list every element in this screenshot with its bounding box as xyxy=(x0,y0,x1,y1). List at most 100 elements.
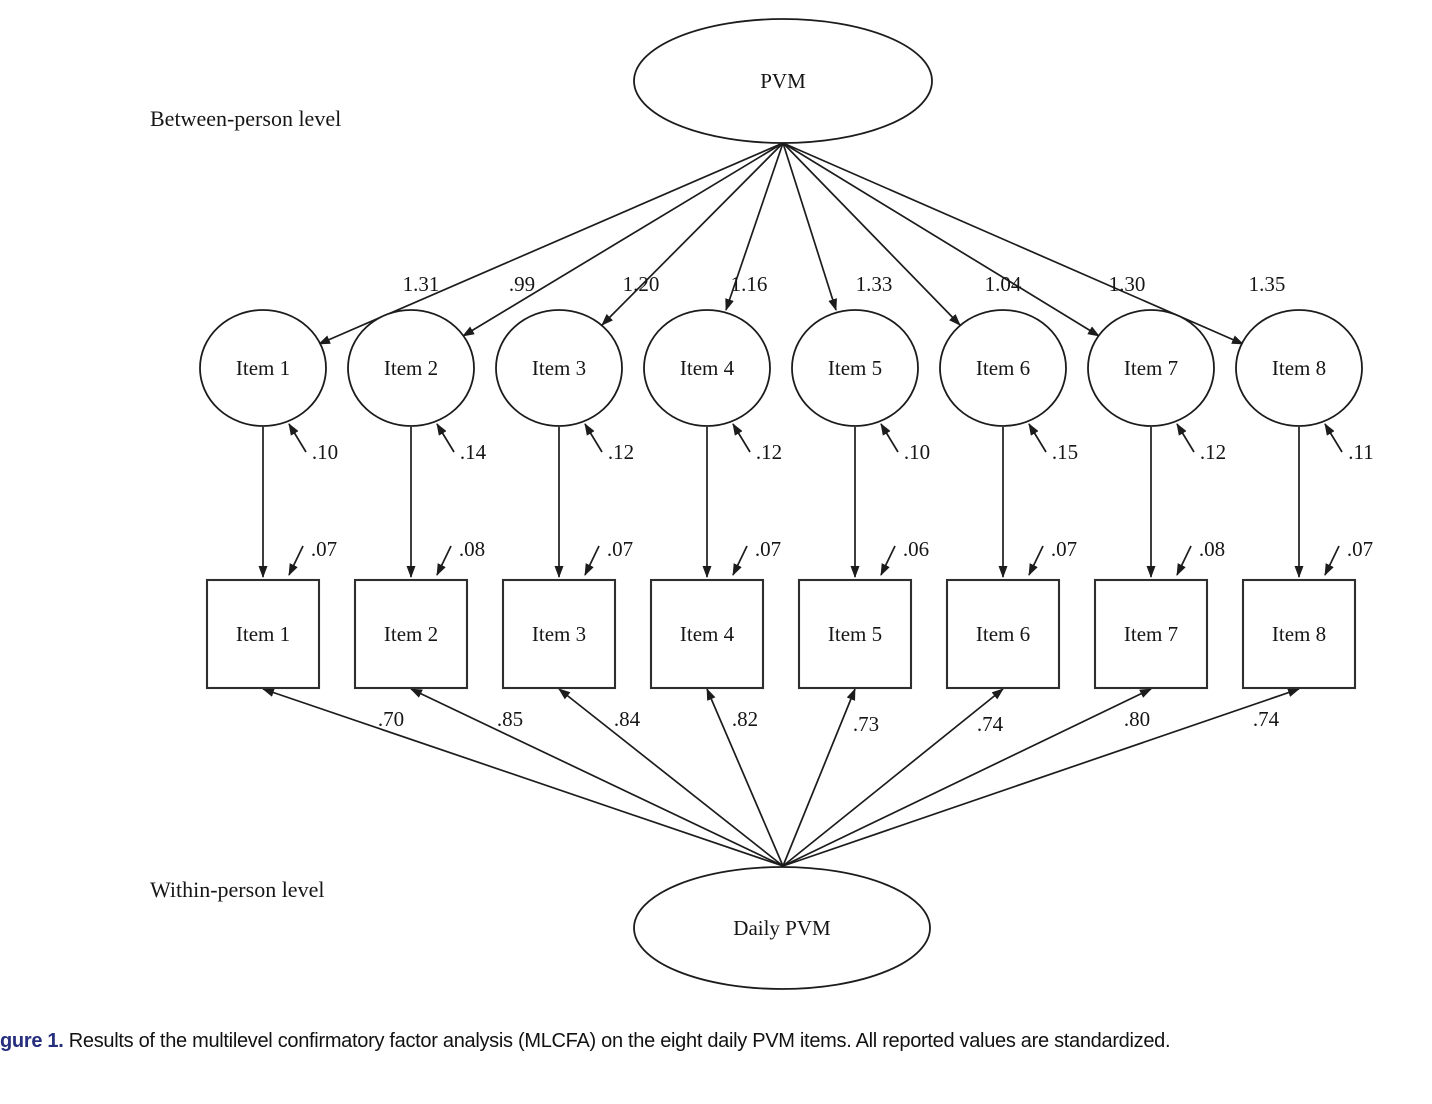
between-item-circle-7 xyxy=(1087,309,1215,427)
item-group-2: Item 2 .14 .08 Item 2 xyxy=(347,309,487,690)
within-residual-arrow-1 xyxy=(288,545,304,576)
between-residual-arrow-5 xyxy=(880,423,899,453)
within-loading-arrow-8 xyxy=(782,688,1300,867)
observed-item-label-1: Item 1 xyxy=(236,622,290,646)
observed-item-label-2: Item 2 xyxy=(384,622,438,646)
observed-item-label-4: Item 4 xyxy=(680,622,735,646)
observed-item-label-8: Item 8 xyxy=(1272,622,1326,646)
between-loading-value-4: 1.16 xyxy=(731,272,768,296)
within-residual-arrow-5 xyxy=(880,545,896,576)
within-loading-value-2: .85 xyxy=(497,707,523,731)
within-residual-arrow-7 xyxy=(1176,545,1192,576)
observed-item-label-3: Item 3 xyxy=(532,622,586,646)
within-loading-value-4: .82 xyxy=(732,707,758,731)
within-factor-ellipse xyxy=(633,866,931,990)
between-item-label-8: Item 8 xyxy=(1272,356,1326,380)
within-loading-value-6: .74 xyxy=(977,712,1004,736)
within-residual-value-2: .08 xyxy=(459,537,485,561)
item-group-8: Item 8 .11 .07 Item 8 xyxy=(1235,309,1374,690)
between-item-circle-1 xyxy=(199,309,327,427)
between-loading-arrow-3 xyxy=(601,142,784,326)
between-loading-value-5: 1.33 xyxy=(856,272,893,296)
within-loading-value-7: .80 xyxy=(1124,707,1150,731)
between-item-label-5: Item 5 xyxy=(828,356,882,380)
between-item-circle-3 xyxy=(495,309,623,427)
within-residual-value-8: .07 xyxy=(1347,537,1373,561)
between-factor-label: PVM xyxy=(760,69,806,93)
within-loading-value-5: .73 xyxy=(853,712,879,736)
between-residual-arrow-4 xyxy=(732,423,751,453)
observed-square-1 xyxy=(205,578,321,690)
between-item-label-6: Item 6 xyxy=(976,356,1030,380)
within-loading-arrow-5 xyxy=(782,688,856,867)
within-residual-value-1: .07 xyxy=(311,537,337,561)
between-residual-value-6: .15 xyxy=(1052,440,1078,464)
between-residual-arrow-1 xyxy=(288,423,307,453)
between-residual-value-2: .14 xyxy=(460,440,487,464)
within-loading-arrow-4 xyxy=(706,688,784,867)
between-item-label-3: Item 3 xyxy=(532,356,586,380)
between-loading-arrow-2 xyxy=(462,142,784,337)
within-residual-value-4: .07 xyxy=(755,537,781,561)
between-item-label-7: Item 7 xyxy=(1124,356,1178,380)
between-item-circle-5 xyxy=(791,309,919,427)
between-level-label: Between-person level xyxy=(150,106,341,131)
within-residual-value-3: .07 xyxy=(607,537,633,561)
within-residual-value-7: .08 xyxy=(1199,537,1225,561)
between-item-label-4: Item 4 xyxy=(680,356,735,380)
within-loading-value-1: .70 xyxy=(378,707,404,731)
between-loading-arrow-5 xyxy=(782,142,837,311)
between-residual-value-3: .12 xyxy=(608,440,634,464)
observed-item-label-7: Item 7 xyxy=(1124,622,1178,646)
within-loading-arrow-7 xyxy=(782,688,1152,867)
between-residual-value-1: .10 xyxy=(312,440,338,464)
item-group-3: Item 3 .12 .07 Item 3 xyxy=(495,309,634,690)
between-loading-value-6: 1.04 xyxy=(985,272,1022,296)
within-residual-value-5: .06 xyxy=(903,537,929,561)
item-group-6: Item 6 .15 .07 Item 6 xyxy=(939,309,1078,690)
within-level-label: Within-person level xyxy=(150,877,324,902)
between-residual-arrow-7 xyxy=(1176,423,1195,453)
within-factor-label: Daily PVM xyxy=(733,916,831,940)
observed-square-6 xyxy=(945,578,1061,690)
observed-square-7 xyxy=(1093,578,1209,690)
within-loading-arrow-6 xyxy=(782,688,1004,867)
between-item-label-2: Item 2 xyxy=(384,356,438,380)
observed-square-3 xyxy=(501,578,617,690)
observed-square-4 xyxy=(649,578,765,690)
within-loading-arrow-1 xyxy=(262,688,784,867)
within-residual-arrow-6 xyxy=(1028,545,1044,576)
between-residual-arrow-8 xyxy=(1324,423,1343,453)
between-item-circle-6 xyxy=(939,309,1067,427)
within-residual-arrow-2 xyxy=(436,545,452,576)
between-item-circle-8 xyxy=(1235,309,1363,427)
within-loading-arrow-2 xyxy=(410,688,784,867)
within-loading-value-3: .84 xyxy=(614,707,641,731)
between-residual-value-8: .11 xyxy=(1348,440,1373,464)
between-loading-arrow-6 xyxy=(782,142,961,326)
figure-caption: gure 1. Results of the multilevel confir… xyxy=(0,1030,1420,1053)
between-residual-value-4: .12 xyxy=(756,440,782,464)
between-loading-arrow-4 xyxy=(725,142,784,311)
item-group-4: Item 4 .12 .07 Item 4 xyxy=(643,309,782,690)
between-loading-value-7: 1.30 xyxy=(1109,272,1146,296)
observed-square-5 xyxy=(797,578,913,690)
observed-square-2 xyxy=(353,578,469,690)
observed-item-label-6: Item 6 xyxy=(976,622,1030,646)
between-residual-arrow-2 xyxy=(436,423,455,453)
item-group-1: Item 1 .10 .07 Item 1 xyxy=(199,309,338,690)
within-residual-arrow-3 xyxy=(584,545,600,576)
between-loading-value-8: 1.35 xyxy=(1249,272,1286,296)
within-loading-value-8: .74 xyxy=(1253,707,1280,731)
observed-item-label-5: Item 5 xyxy=(828,622,882,646)
between-residual-arrow-6 xyxy=(1028,423,1047,453)
within-residual-value-6: .07 xyxy=(1051,537,1077,561)
between-loading-arrow-1 xyxy=(318,142,784,345)
between-loading-arrow-7 xyxy=(782,142,1100,337)
item-group-7: Item 7 .12 .08 Item 7 xyxy=(1087,309,1226,690)
between-residual-arrow-3 xyxy=(584,423,603,453)
between-item-label-1: Item 1 xyxy=(236,356,290,380)
between-residual-value-5: .10 xyxy=(904,440,930,464)
between-loading-value-1: 1.31 xyxy=(403,272,440,296)
